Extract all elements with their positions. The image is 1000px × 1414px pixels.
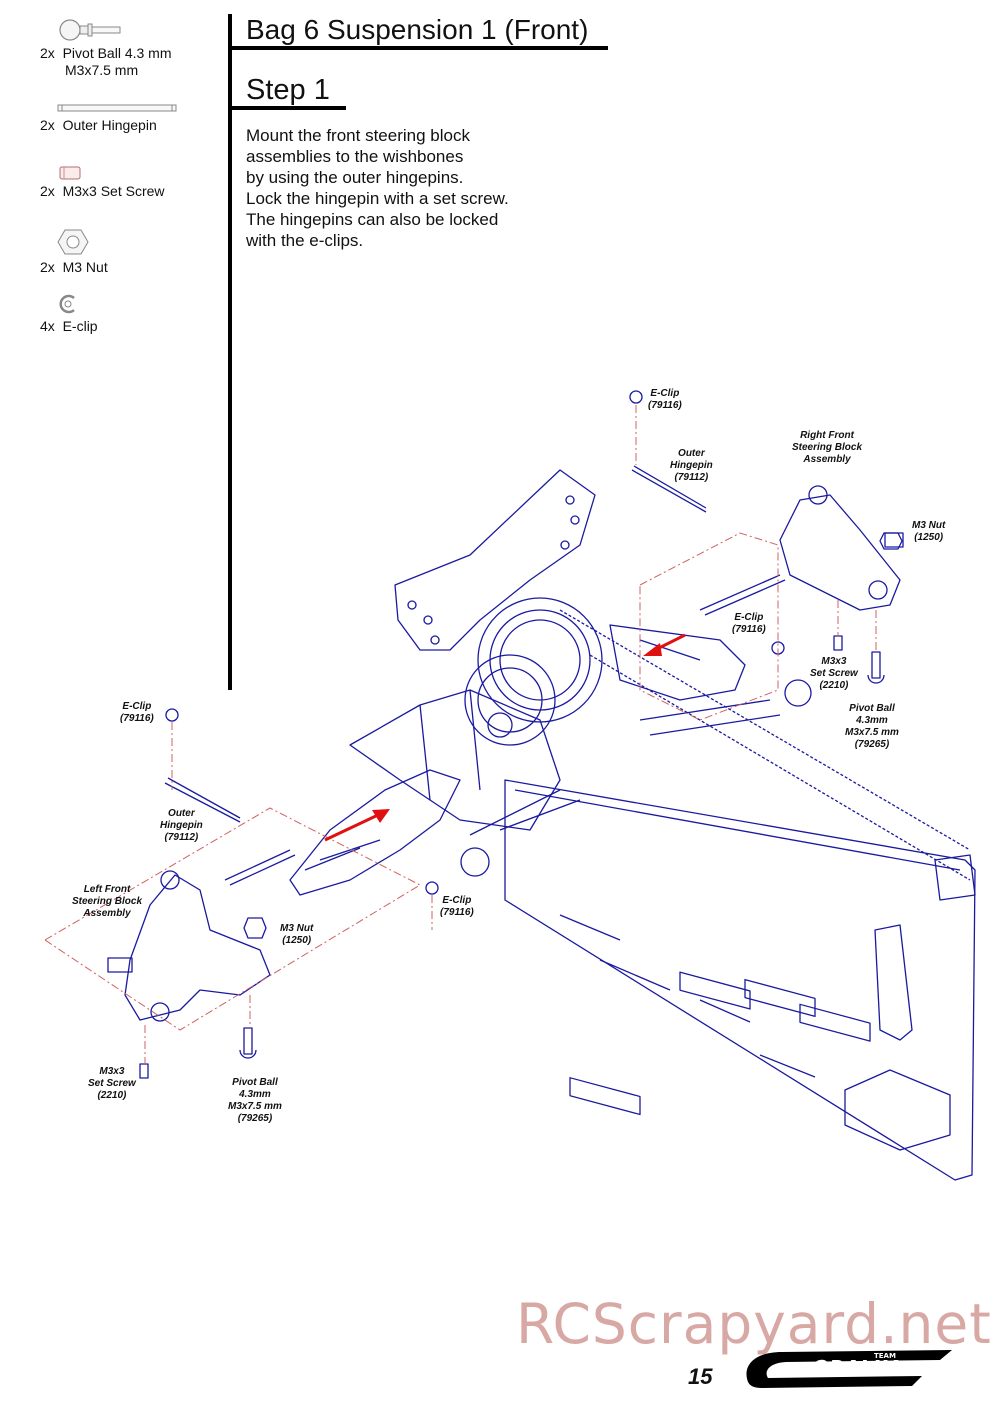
callout-m3nut-right: M3 Nut(1250) <box>912 520 946 543</box>
svg-text:ORALLY: ORALLY <box>812 1356 899 1380</box>
left-steering-block <box>124 874 271 1021</box>
wishbone-right <box>609 624 746 701</box>
chassis-plate <box>504 779 976 1181</box>
instruction-line: Mount the front steering block <box>246 126 470 145</box>
callout-eclip-left: E-Clip(79116) <box>120 701 154 724</box>
hingepin-left <box>164 777 241 823</box>
set-screw-icon <box>59 166 81 180</box>
instruction-line: by using the outer hingepins. <box>246 168 464 187</box>
direction-arrows <box>324 633 686 842</box>
watermark: RCScrapyard.net <box>516 1292 992 1356</box>
spur-gear <box>477 597 603 723</box>
step-underline <box>230 106 346 110</box>
part-sub: M3x7.5 mm <box>65 62 139 78</box>
instruction-line: with the e-clips. <box>246 231 364 250</box>
part-qty: 2x <box>40 259 55 275</box>
svg-text:TEAM: TEAM <box>874 1352 896 1360</box>
steering-link-right <box>639 699 781 736</box>
steering-link-left <box>469 789 581 836</box>
part-outer-hingepin: 2x Outer Hingepin <box>40 102 180 134</box>
pivot-ball-left <box>239 1027 257 1059</box>
part-qty: 2x <box>40 117 55 133</box>
step-heading: Step 1 <box>246 74 330 106</box>
page-title: Bag 6 Suspension 1 (Front) <box>246 14 589 45</box>
divider-vertical <box>228 14 232 690</box>
callout-m3nut-left: M3 Nut(1250) <box>280 923 314 946</box>
part-qty: 4x <box>40 318 55 334</box>
part-pivot-ball: 2x Pivot Ball 4.3 mm M3x7.5 mm <box>40 18 172 79</box>
part-e-clip: 4x E-clip <box>40 293 98 335</box>
part-name: M3 Nut <box>62 259 108 275</box>
m3-nut-left <box>243 917 267 939</box>
part-name: E-clip <box>62 318 98 334</box>
drive-belt <box>559 609 971 881</box>
part-m3-nut: 2x M3 Nut <box>40 228 108 276</box>
instruction-line: The hingepins can also be locked <box>246 210 499 229</box>
e-clip-top <box>629 390 643 404</box>
wishbone-left <box>289 769 461 896</box>
e-clip-center <box>425 881 439 895</box>
e-clip-left <box>165 708 179 722</box>
bulkhead <box>349 689 561 831</box>
callout-eclip-center: E-Clip(79116) <box>440 895 474 918</box>
instruction-line: Lock the hingepin with a set screw. <box>246 189 509 208</box>
instruction-text: Mount the front steering block assemblie… <box>246 125 509 251</box>
callout-eclip-right: E-Clip(79116) <box>732 612 766 635</box>
part-name: M3x3 Set Screw <box>62 183 165 199</box>
team-corally-logo: ORALLY TEAM <box>746 1350 952 1388</box>
part-set-screw: 2x M3x3 Set Screw <box>40 166 165 200</box>
part-qty: 2x <box>40 183 55 199</box>
hingepin-right <box>631 465 707 513</box>
part-name: Pivot Ball 4.3 mm <box>62 45 172 61</box>
nut-icon <box>57 229 89 255</box>
instruction-line: assemblies to the wishbones <box>246 147 464 166</box>
callout-eclip-top: E-Clip(79116) <box>648 388 682 411</box>
part-qty: 2x <box>40 45 55 61</box>
title-underline <box>230 46 608 50</box>
right-steering-block <box>779 494 901 611</box>
page-number: 15 <box>688 1364 713 1389</box>
set-screw-right <box>833 635 843 651</box>
pivot-ball-icon <box>59 19 121 41</box>
pivot-ball-right <box>867 651 885 684</box>
shock-tower <box>394 469 596 651</box>
part-name: Outer Hingepin <box>62 117 157 133</box>
hingepin-icon <box>57 104 177 112</box>
set-screw-left <box>139 1063 149 1079</box>
m3-nut-right <box>879 532 903 550</box>
e-clip-icon <box>59 294 75 314</box>
guide-lines <box>44 405 877 1064</box>
